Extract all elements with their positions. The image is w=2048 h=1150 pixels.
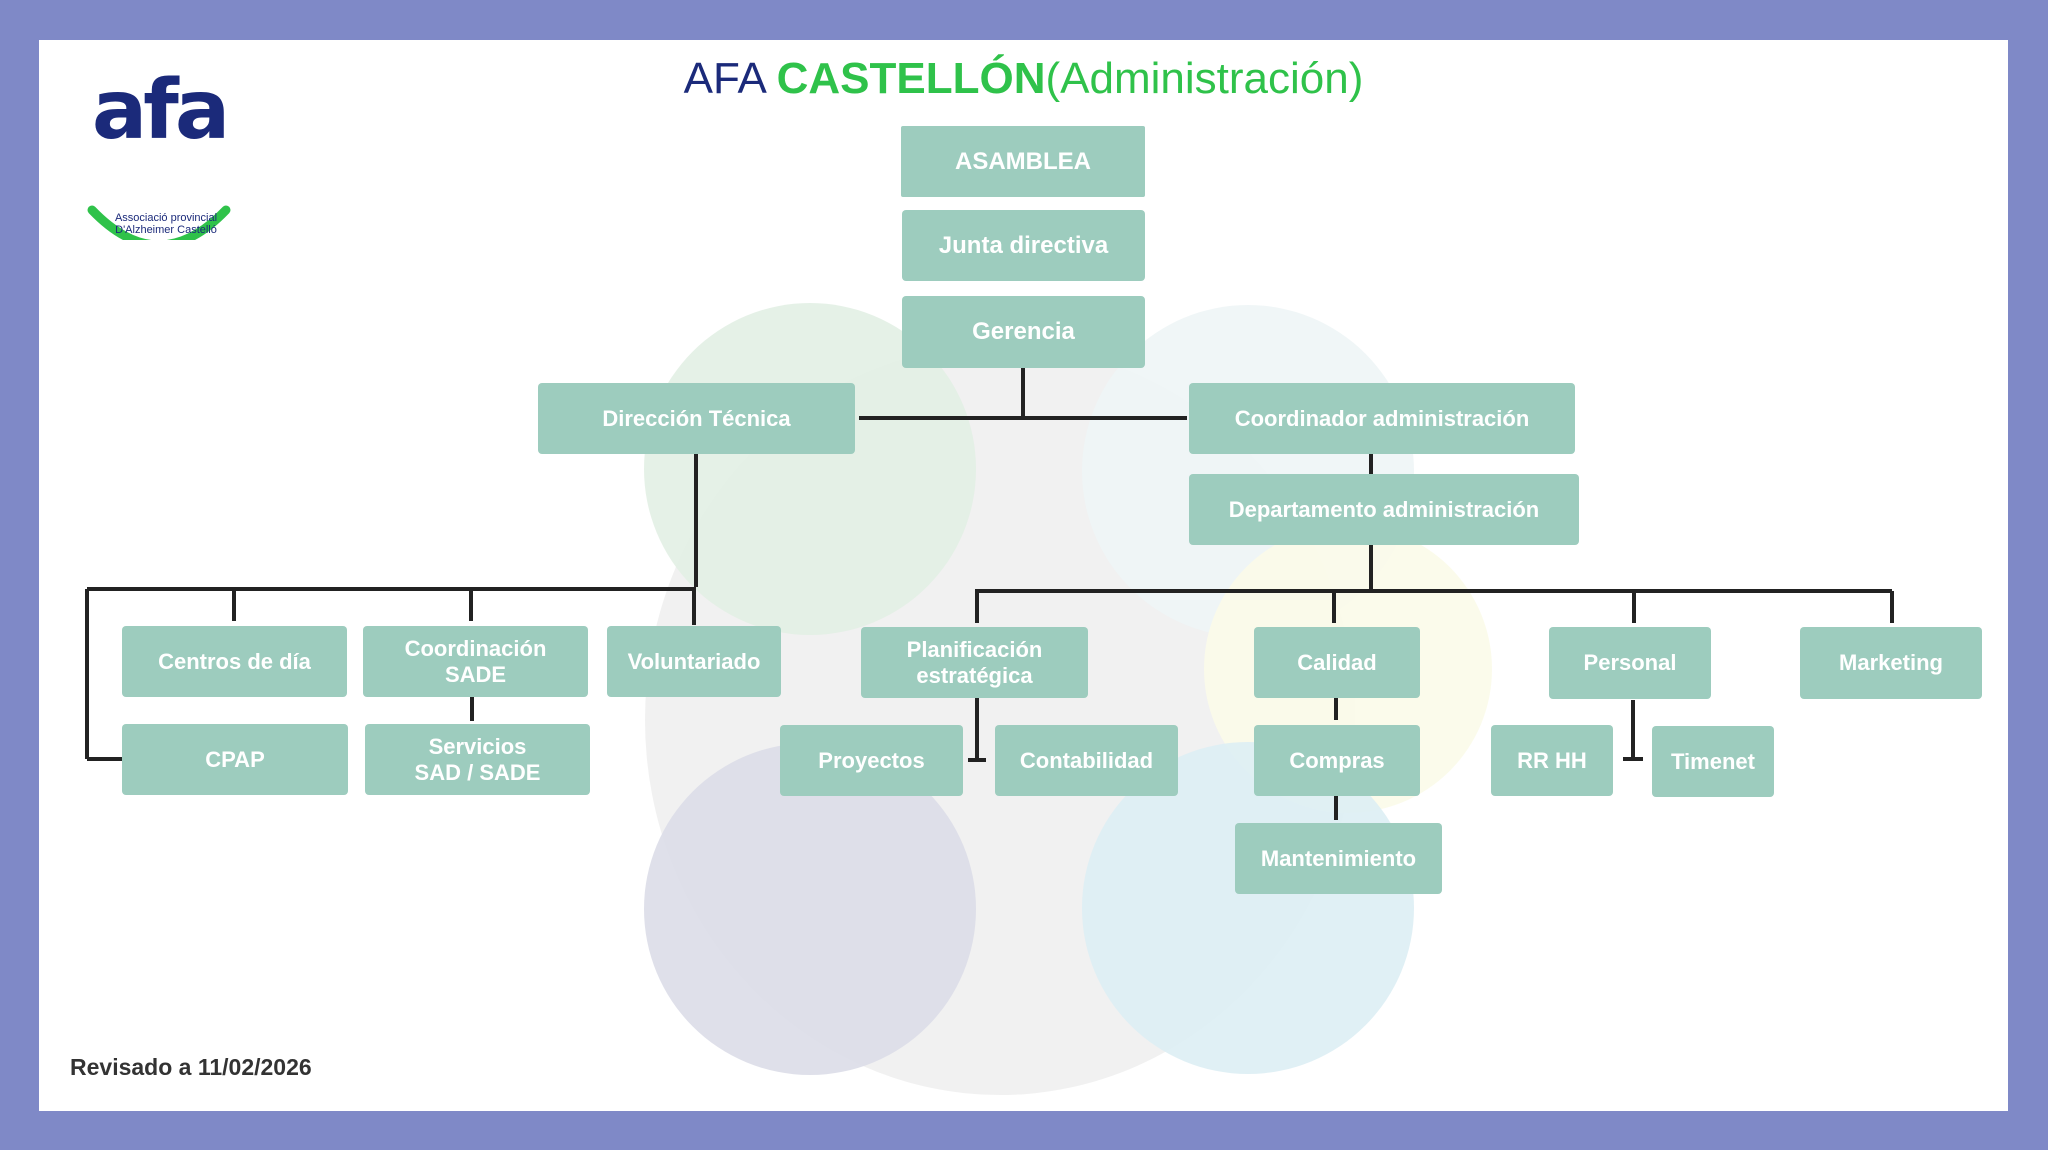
connector-lines <box>85 368 1894 820</box>
junta-directiva-box: Junta directiva <box>902 210 1145 281</box>
coordinador-administracion-box: Coordinador administración <box>1189 383 1575 454</box>
compras-box: Compras <box>1254 725 1420 796</box>
title-afa: AFA <box>683 54 777 103</box>
personal-box: Personal <box>1549 627 1711 699</box>
rrhh-box: RR HH <box>1491 725 1613 796</box>
contabilidad-box: Contabilidad <box>995 725 1178 796</box>
afa-logo: afa Associació provincial D'Alzheimer Ca… <box>84 65 234 240</box>
asamblea-box: ASAMBLEA <box>901 126 1145 197</box>
timenet-box: Timenet <box>1652 726 1774 797</box>
org-chart-canvas: AFA CASTELLÓN(Administración) afa Associ… <box>39 40 2008 1111</box>
direccion-tecnica-box: Dirección Técnica <box>538 383 855 454</box>
title-administracion: (Administración) <box>1045 54 1364 103</box>
calidad-box: Calidad <box>1254 627 1420 698</box>
cpap-box: CPAP <box>122 724 348 795</box>
logo-arc-icon <box>87 205 231 240</box>
marketing-box: Marketing <box>1800 627 1982 699</box>
revision-date: Revisado a 11/02/2026 <box>70 1054 312 1080</box>
logo-subtitle: Associació provincial D'Alzheimer Castel… <box>114 212 218 237</box>
logo-word: afa <box>91 63 230 158</box>
title-castellon: CASTELLÓN <box>776 54 1046 103</box>
planificacion-estrategica-box: Planificación estratégica <box>861 627 1088 698</box>
gerencia-box: Gerencia <box>902 296 1145 368</box>
departamento-administracion-box: Departamento administración <box>1189 474 1579 545</box>
proyectos-box: Proyectos <box>780 725 963 796</box>
centros-de-dia-box: Centros de día <box>122 626 347 697</box>
servicios-sad-sade-box: Servicios SAD / SADE <box>365 724 590 795</box>
page-title: AFA CASTELLÓN(Administración) <box>39 50 2008 107</box>
mantenimiento-box: Mantenimiento <box>1235 823 1442 894</box>
coordinacion-sade-box: Coordinación SADE <box>363 626 588 697</box>
voluntariado-box: Voluntariado <box>607 626 781 697</box>
